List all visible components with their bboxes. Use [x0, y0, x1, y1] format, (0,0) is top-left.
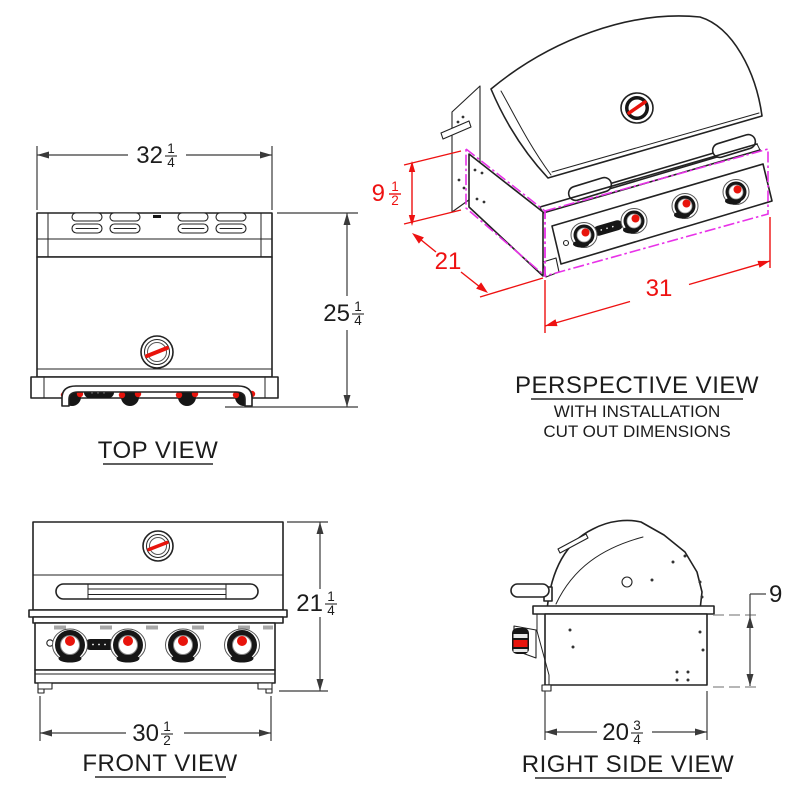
thermometer-icon [142, 530, 174, 562]
dim-label-numerator: 1 [327, 589, 335, 604]
burner-knob-icon [722, 179, 750, 205]
burner-knob-icon [570, 222, 598, 248]
dim-label: 9 [372, 180, 385, 207]
foot [541, 684, 552, 692]
thermometer-needle [627, 100, 647, 115]
dimension-top-height: 25 1 4 [225, 212, 364, 408]
dim-label-denominator: 4 [633, 732, 641, 747]
top-view-drawing [30, 212, 279, 407]
dim-label: 9 [769, 581, 782, 608]
top-view: 32 1 4 25 1 4 TOP VIEW [30, 141, 364, 465]
burner-knob-icon [224, 628, 260, 663]
handle [567, 133, 757, 202]
dimension-cutout-width: 31 [544, 217, 771, 333]
dim-label-denominator: 4 [327, 603, 335, 618]
perspective-drawing [440, 15, 773, 278]
dim-label: 20 [602, 719, 629, 746]
shelf-lip [532, 605, 715, 615]
logo-badge [85, 639, 115, 650]
front-view: 21 1 4 30 1 2 FRONT VIEW [28, 521, 337, 778]
feet [37, 682, 273, 694]
firebox-body [544, 613, 708, 686]
perspective-view-title: PERSPECTIVE VIEW [515, 372, 759, 399]
dim-label: 32 [136, 142, 163, 169]
side-bracket [536, 613, 550, 686]
panel-vents [54, 625, 273, 630]
dim-label: 25 [323, 300, 350, 327]
dimension-top-width: 32 1 4 [36, 141, 273, 210]
dim-label-numerator: 3 [633, 718, 641, 733]
burner-knobs-front [52, 628, 260, 663]
perspective-subtitle-1: WITH INSTALLATION [554, 402, 721, 421]
handle [61, 385, 253, 407]
dimension-front-height: 21 1 4 [279, 521, 337, 692]
burner-knob-icon [165, 628, 201, 663]
right-side-view-title: RIGHT SIDE VIEW [522, 751, 734, 778]
right-side-drawing [510, 519, 715, 692]
trim-band [32, 616, 284, 624]
perspective-subtitle-2: CUT OUT DIMENSIONS [543, 422, 730, 441]
thermometer-icon [140, 335, 174, 369]
burner-knobs-perspective [570, 179, 750, 248]
right-side-view: 9 20 3 4 RIGHT SIDE VIEW [510, 519, 782, 779]
top-view-title: TOP VIEW [98, 437, 218, 464]
dim-label-numerator: 1 [167, 141, 175, 156]
handle [55, 583, 259, 600]
front-view-drawing [28, 521, 288, 694]
igniter-button [562, 239, 570, 247]
front-view-title: FRONT VIEW [82, 750, 237, 777]
dim-label-denominator: 2 [391, 193, 399, 208]
side-lip [440, 120, 472, 140]
cutout-box [465, 147, 769, 278]
hood-vent-tab [557, 533, 589, 554]
dimension-front-width: 30 1 2 [39, 696, 272, 748]
dim-label-denominator: 4 [354, 313, 362, 328]
dimension-cutout-height: 9 1 2 [372, 150, 462, 226]
dimension-side-height: 9 [713, 581, 782, 688]
thermometer-icon [620, 92, 654, 124]
logo-badge [593, 220, 623, 236]
dimension-side-width: 20 3 4 [544, 691, 708, 747]
burner-knob-icon [52, 628, 88, 663]
dim-label-denominator: 4 [167, 155, 175, 170]
dim-label-numerator: 1 [391, 179, 399, 194]
base-band [34, 669, 276, 684]
dim-label: 30 [132, 720, 159, 747]
burner-knob-icon [110, 628, 146, 663]
dim-label: 31 [646, 275, 673, 302]
dim-label: 21 [435, 248, 462, 275]
dim-label: 21 [296, 590, 323, 617]
thermometer-needle [147, 540, 169, 552]
dim-label-numerator: 1 [163, 719, 171, 734]
hood-profile [546, 519, 703, 611]
dim-label-numerator: 1 [354, 299, 362, 314]
side-panel [468, 153, 544, 277]
burner-knob-icon [620, 208, 648, 234]
handle [510, 583, 553, 602]
center-mark [153, 215, 161, 218]
perspective-view: 9 1 2 21 31 PERSPECTIVE VIEW WITH INSTAL… [372, 15, 773, 441]
dim-label-denominator: 2 [163, 733, 171, 748]
vent-slots [71, 212, 247, 234]
burner-knob-icon [671, 193, 699, 219]
hinge-pin [621, 576, 633, 588]
control-panel [551, 163, 773, 265]
dimension-cutout-depth: 21 [412, 233, 544, 298]
burner-knob-side [512, 625, 537, 659]
thermometer-needle [145, 346, 169, 358]
trim-band [28, 609, 288, 618]
